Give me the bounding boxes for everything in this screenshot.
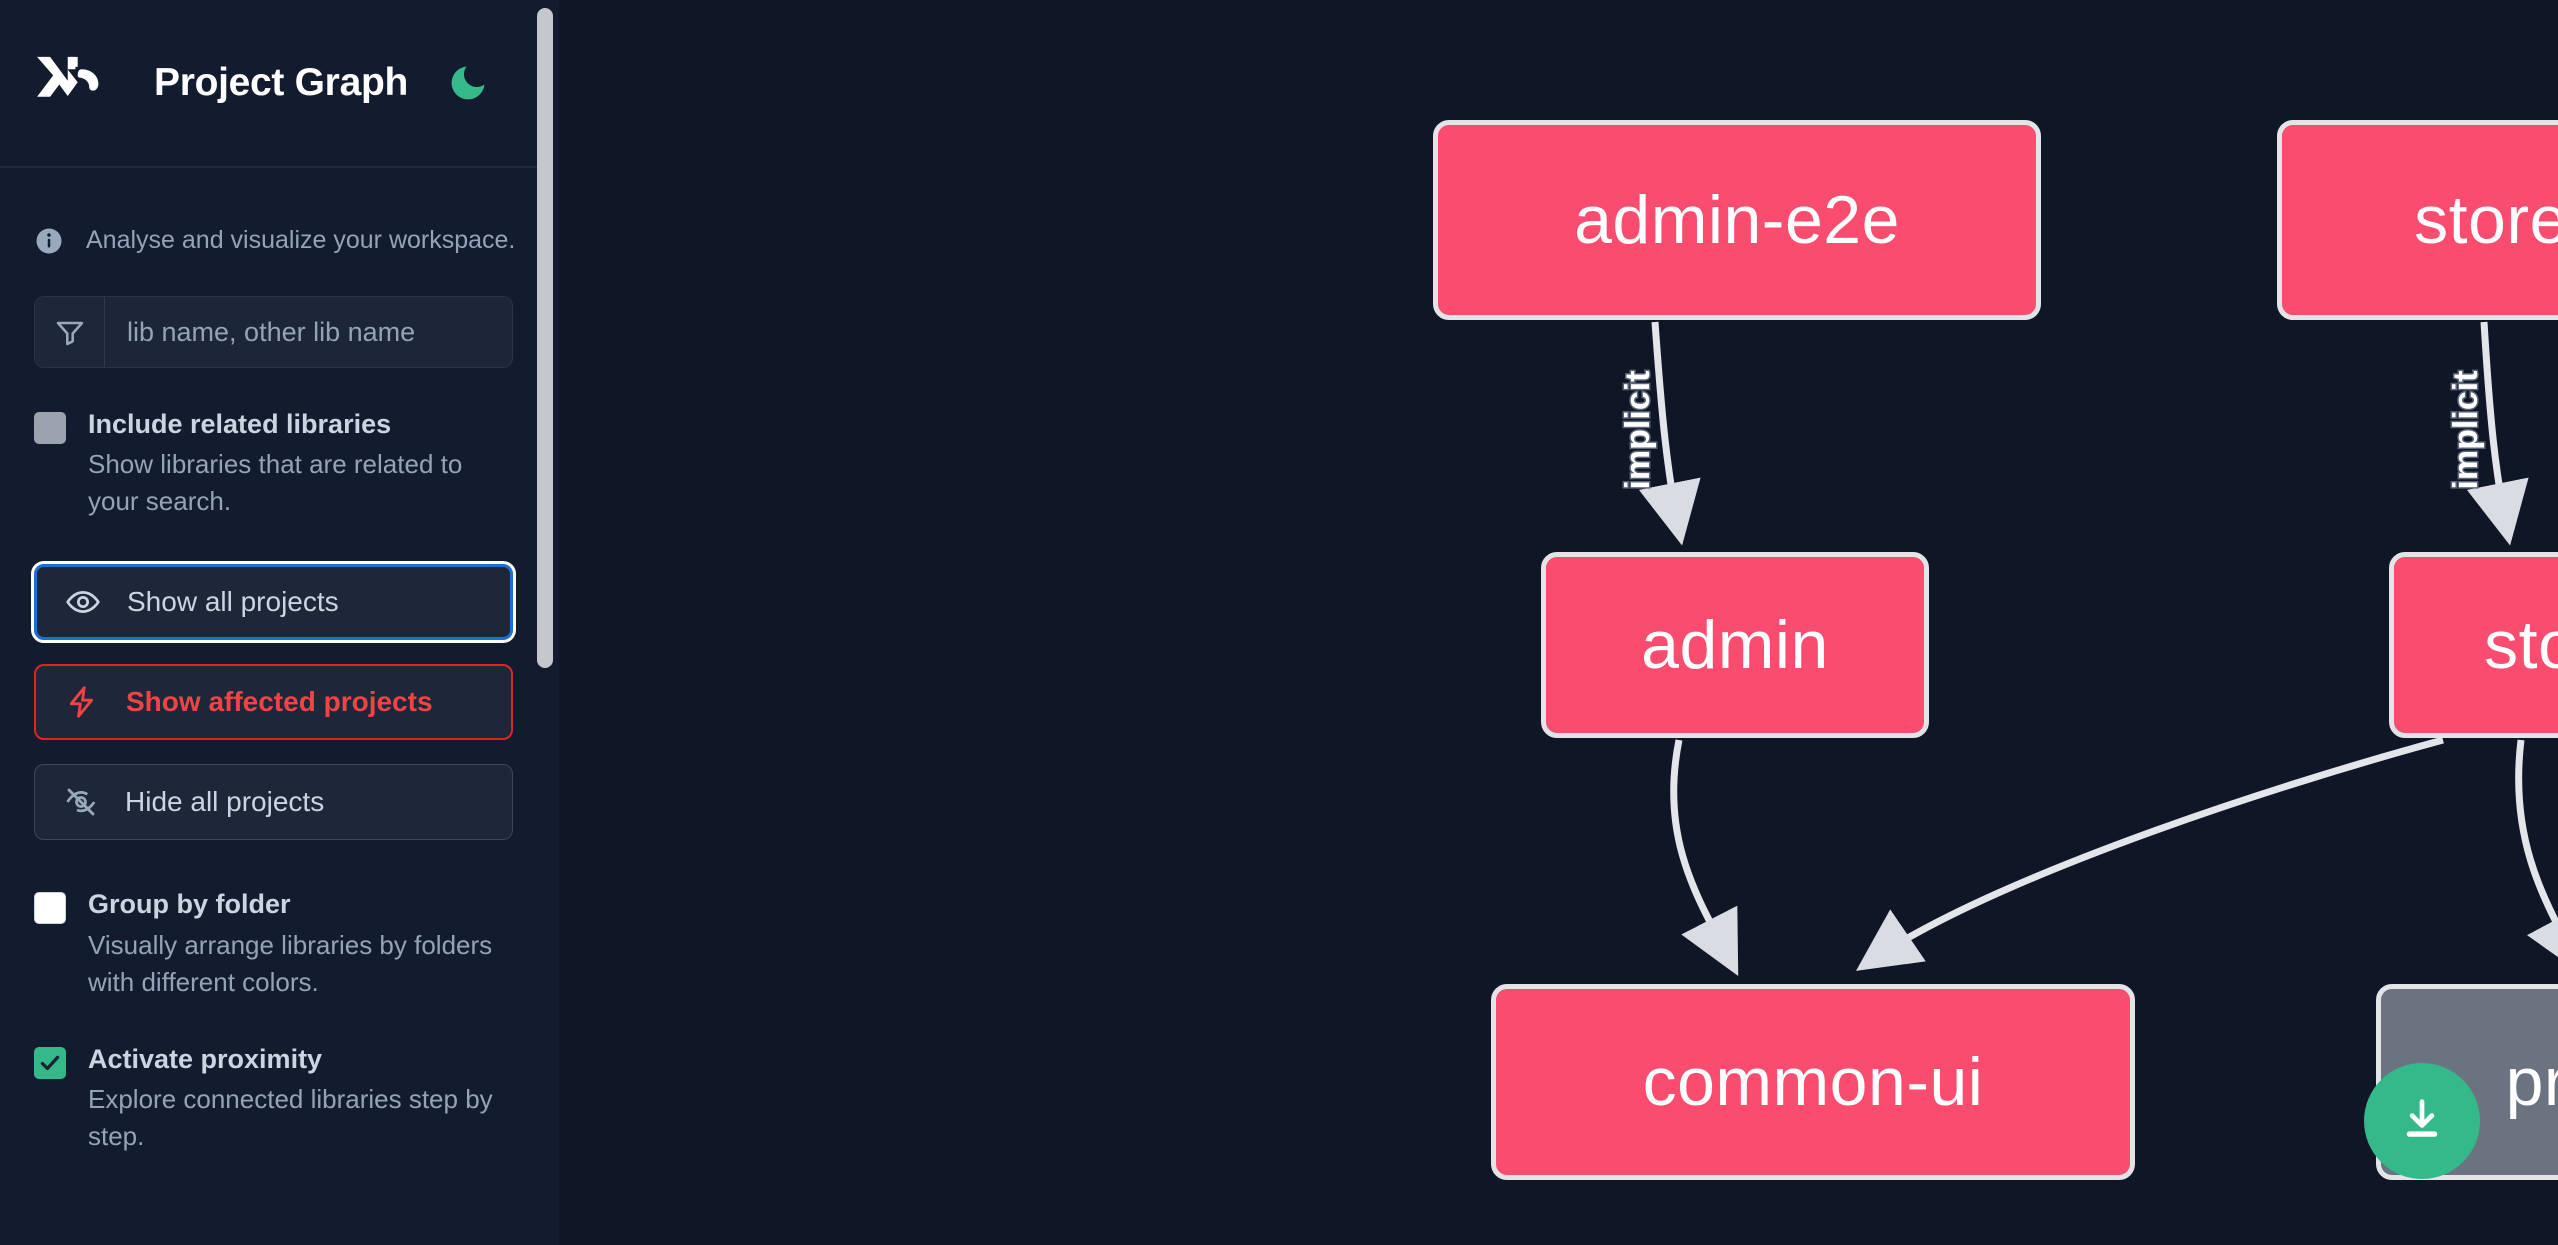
option-title: Activate proximity [88,1043,323,1074]
option-title: Include related libraries [88,409,392,439]
option-activate-proximity[interactable]: Activate proximity Explore connected lib… [34,1041,513,1155]
node-label: store-e2e [2414,182,2558,258]
option-include-related-libraries[interactable]: Include related libraries Show libraries… [34,406,513,520]
search-box[interactable] [34,296,513,368]
edge-store-common-ui [1855,736,2444,971]
edge-label-implicit-store: implicit [2446,369,2487,491]
lightning-icon [69,686,94,718]
sidebar-body: Analyse and visualize your workspace. [0,168,547,1245]
edge-label-text: implicit [2447,370,2485,489]
edge-store-e2e-store [2466,321,2529,546]
sidebar-info: Analyse and visualize your workspace. [34,168,516,268]
node-label: admin [1641,607,1829,683]
option-description: Show libraries that are related to your … [88,449,463,517]
graph-node-store[interactable]: store [2389,552,2558,738]
graph-node-admin[interactable]: admin [1541,552,1929,738]
graph-node-admin-e2e[interactable]: admin-e2e [1433,120,2041,320]
option-texts: Activate proximity Explore connected lib… [88,1041,513,1155]
node-label: store [2484,607,2558,683]
moon-glyph [451,66,485,100]
sidebar-scroll-area: Project Graph Analyse and visualize your… [0,0,547,1245]
search-input[interactable] [105,297,512,367]
activate-proximity-checkbox[interactable] [34,1046,66,1079]
eye-icon [66,591,100,614]
sidebar-spacer [34,1195,513,1245]
node-label: admin-e2e [1574,182,1900,258]
edge-label-text: implicit [1619,370,1657,489]
filter-glyph [56,321,83,346]
graph-edges: implicit implicit [1618,321,2558,976]
graph-node-store-e2e[interactable]: store-e2e [2277,120,2558,320]
option-description: Explore connected libraries step by step… [88,1083,493,1151]
info-icon [36,228,62,253]
sidebar-scrollbar[interactable] [537,8,553,668]
node-label: common-ui [1642,1044,1984,1120]
option-texts: Include related libraries Show libraries… [88,406,513,520]
sidebar-info-text: Analyse and visualize your workspace. [86,226,516,255]
option-texts: Group by folder Visually arrange librari… [88,886,513,1000]
check-icon [40,1055,60,1070]
option-group-by-folder[interactable]: Group by folder Visually arrange librari… [34,886,513,1000]
group-by-folder-checkbox[interactable] [34,892,66,925]
hide-all-projects-label: Hide all projects [125,786,325,818]
show-affected-projects-label: Show affected projects [126,686,433,718]
sidebar-header: Project Graph [0,0,547,168]
eye-off-icon [66,788,96,816]
moon-icon[interactable] [440,55,496,111]
page-title: Project Graph [154,61,408,104]
edge-admin-e2e-admin [1638,321,1701,546]
node-label: products [2505,1044,2558,1120]
download-icon [2406,1099,2438,1137]
graph-node-common-ui[interactable]: common-ui [1491,984,2135,1180]
sidebar: Project Graph Analyse and visualize your… [0,0,559,1245]
show-all-projects-button[interactable]: Show all projects [31,561,516,644]
edge-label-implicit-admin: implicit [1618,369,1659,491]
option-description: Visually arrange libraries by folders wi… [88,929,493,997]
show-all-projects-label: Show all projects [127,586,339,618]
edge-store-products [2515,739,2558,976]
filter-icon [35,297,105,367]
graph-canvas[interactable]: implicit implicit admin-e2e store-e2e ad… [559,0,2558,1245]
edge-admin-common-ui [1670,739,1739,976]
include-related-libraries-checkbox[interactable] [34,412,66,444]
download-button[interactable] [2364,1063,2480,1179]
show-affected-projects-button[interactable]: Show affected projects [34,664,513,741]
option-title: Group by folder [88,889,291,920]
nx-logo-icon [37,56,99,97]
hide-all-projects-button[interactable]: Hide all projects [34,764,513,841]
action-button-stack: Show all projects Show affected projects [31,561,516,841]
